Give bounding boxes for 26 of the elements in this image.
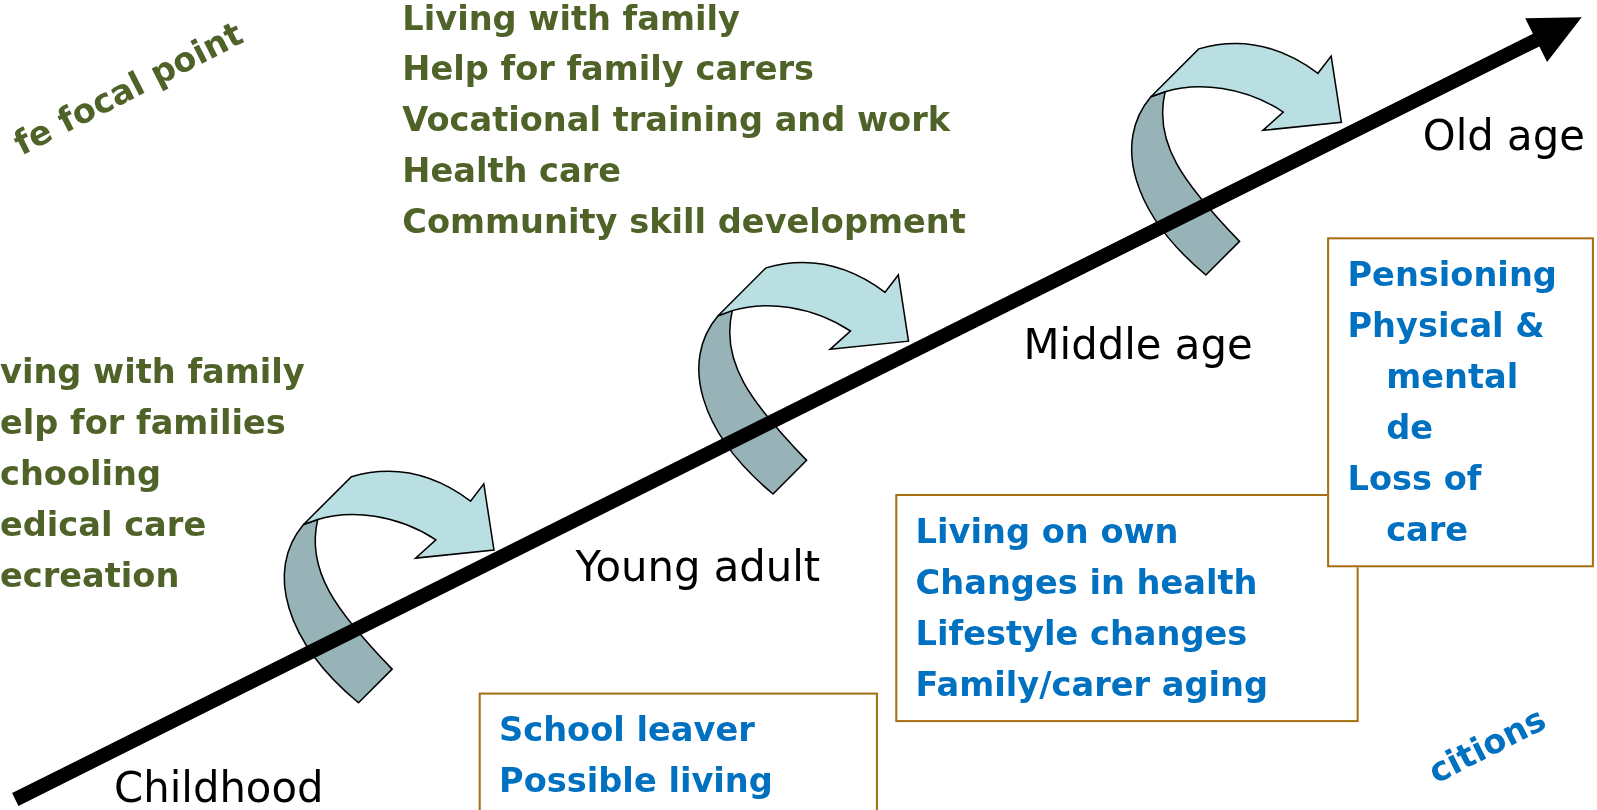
list-item: Vocational training and work <box>402 98 951 142</box>
list-item: elp for families <box>0 401 286 444</box>
list-item: Health care <box>402 149 622 193</box>
info-box <box>478 692 878 810</box>
list-item: Physical & mental de <box>1347 304 1546 450</box>
list-item: edical care <box>0 503 207 546</box>
list-item: School leaver <box>499 708 756 752</box>
list-item: Pensioning <box>1347 253 1558 297</box>
list-item: Family/carer aging <box>915 663 1270 706</box>
list-item: Loss of care <box>1347 457 1483 551</box>
list-item: Changes in health <box>915 561 1259 604</box>
list-item: Community skill development <box>402 200 966 244</box>
stage-label: Old age <box>1422 110 1585 161</box>
list-item: Possible living <box>499 759 774 803</box>
list-item: ving with family <box>0 350 305 394</box>
list-item: Help for family carers <box>402 47 815 91</box>
list-item: ecreation <box>0 554 180 597</box>
list-item: chooling <box>0 452 162 495</box>
stage-label: Middle age <box>1023 318 1253 370</box>
list-item: Living with family <box>402 0 740 40</box>
list-item: Lifestyle changes <box>915 612 1249 655</box>
info-box <box>895 493 1359 723</box>
info-box <box>1327 237 1594 568</box>
list-item: Living on own <box>915 510 1180 553</box>
stage-label: Young adult <box>575 540 821 592</box>
stage-label: Childhood <box>114 761 324 810</box>
